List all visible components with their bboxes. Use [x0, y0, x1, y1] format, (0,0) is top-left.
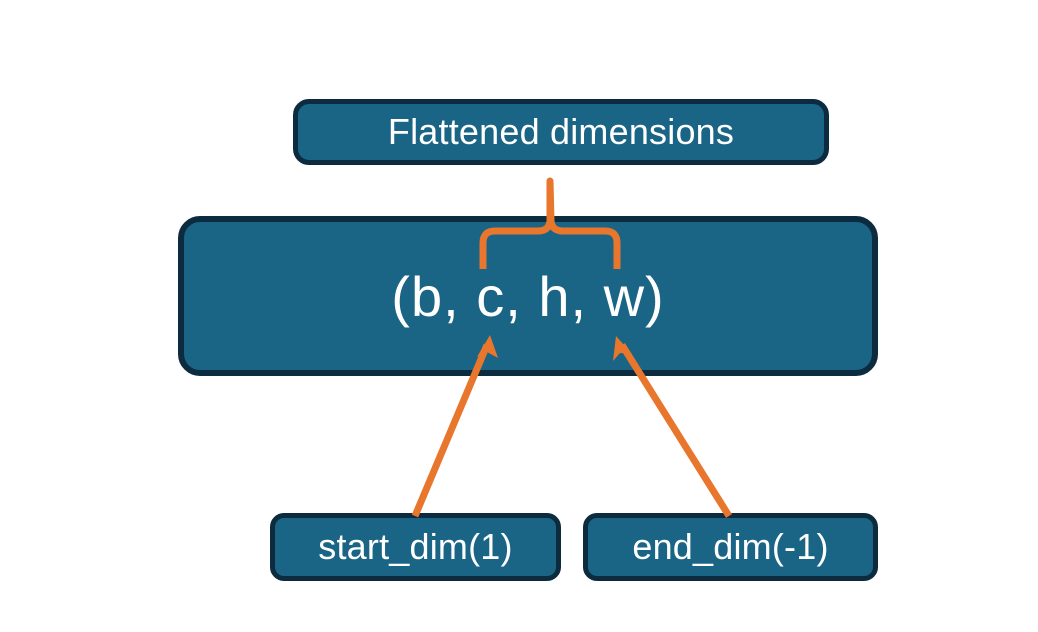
node-flattened-dimensions[interactable]: Flattened dimensions	[293, 99, 829, 165]
node-flattened-dimensions-label: Flattened dimensions	[387, 111, 735, 152]
node-tensor-shape[interactable]: (b, c, h, w)	[178, 216, 878, 376]
node-end-dim[interactable]: end_dim(-1)	[583, 513, 878, 581]
node-start-dim[interactable]: start_dim(1)	[270, 513, 561, 581]
node-tensor-shape-label: (b, c, h, w)	[391, 264, 665, 328]
node-end-dim-label: end_dim(-1)	[632, 526, 829, 567]
node-start-dim-label: start_dim(1)	[318, 526, 513, 567]
